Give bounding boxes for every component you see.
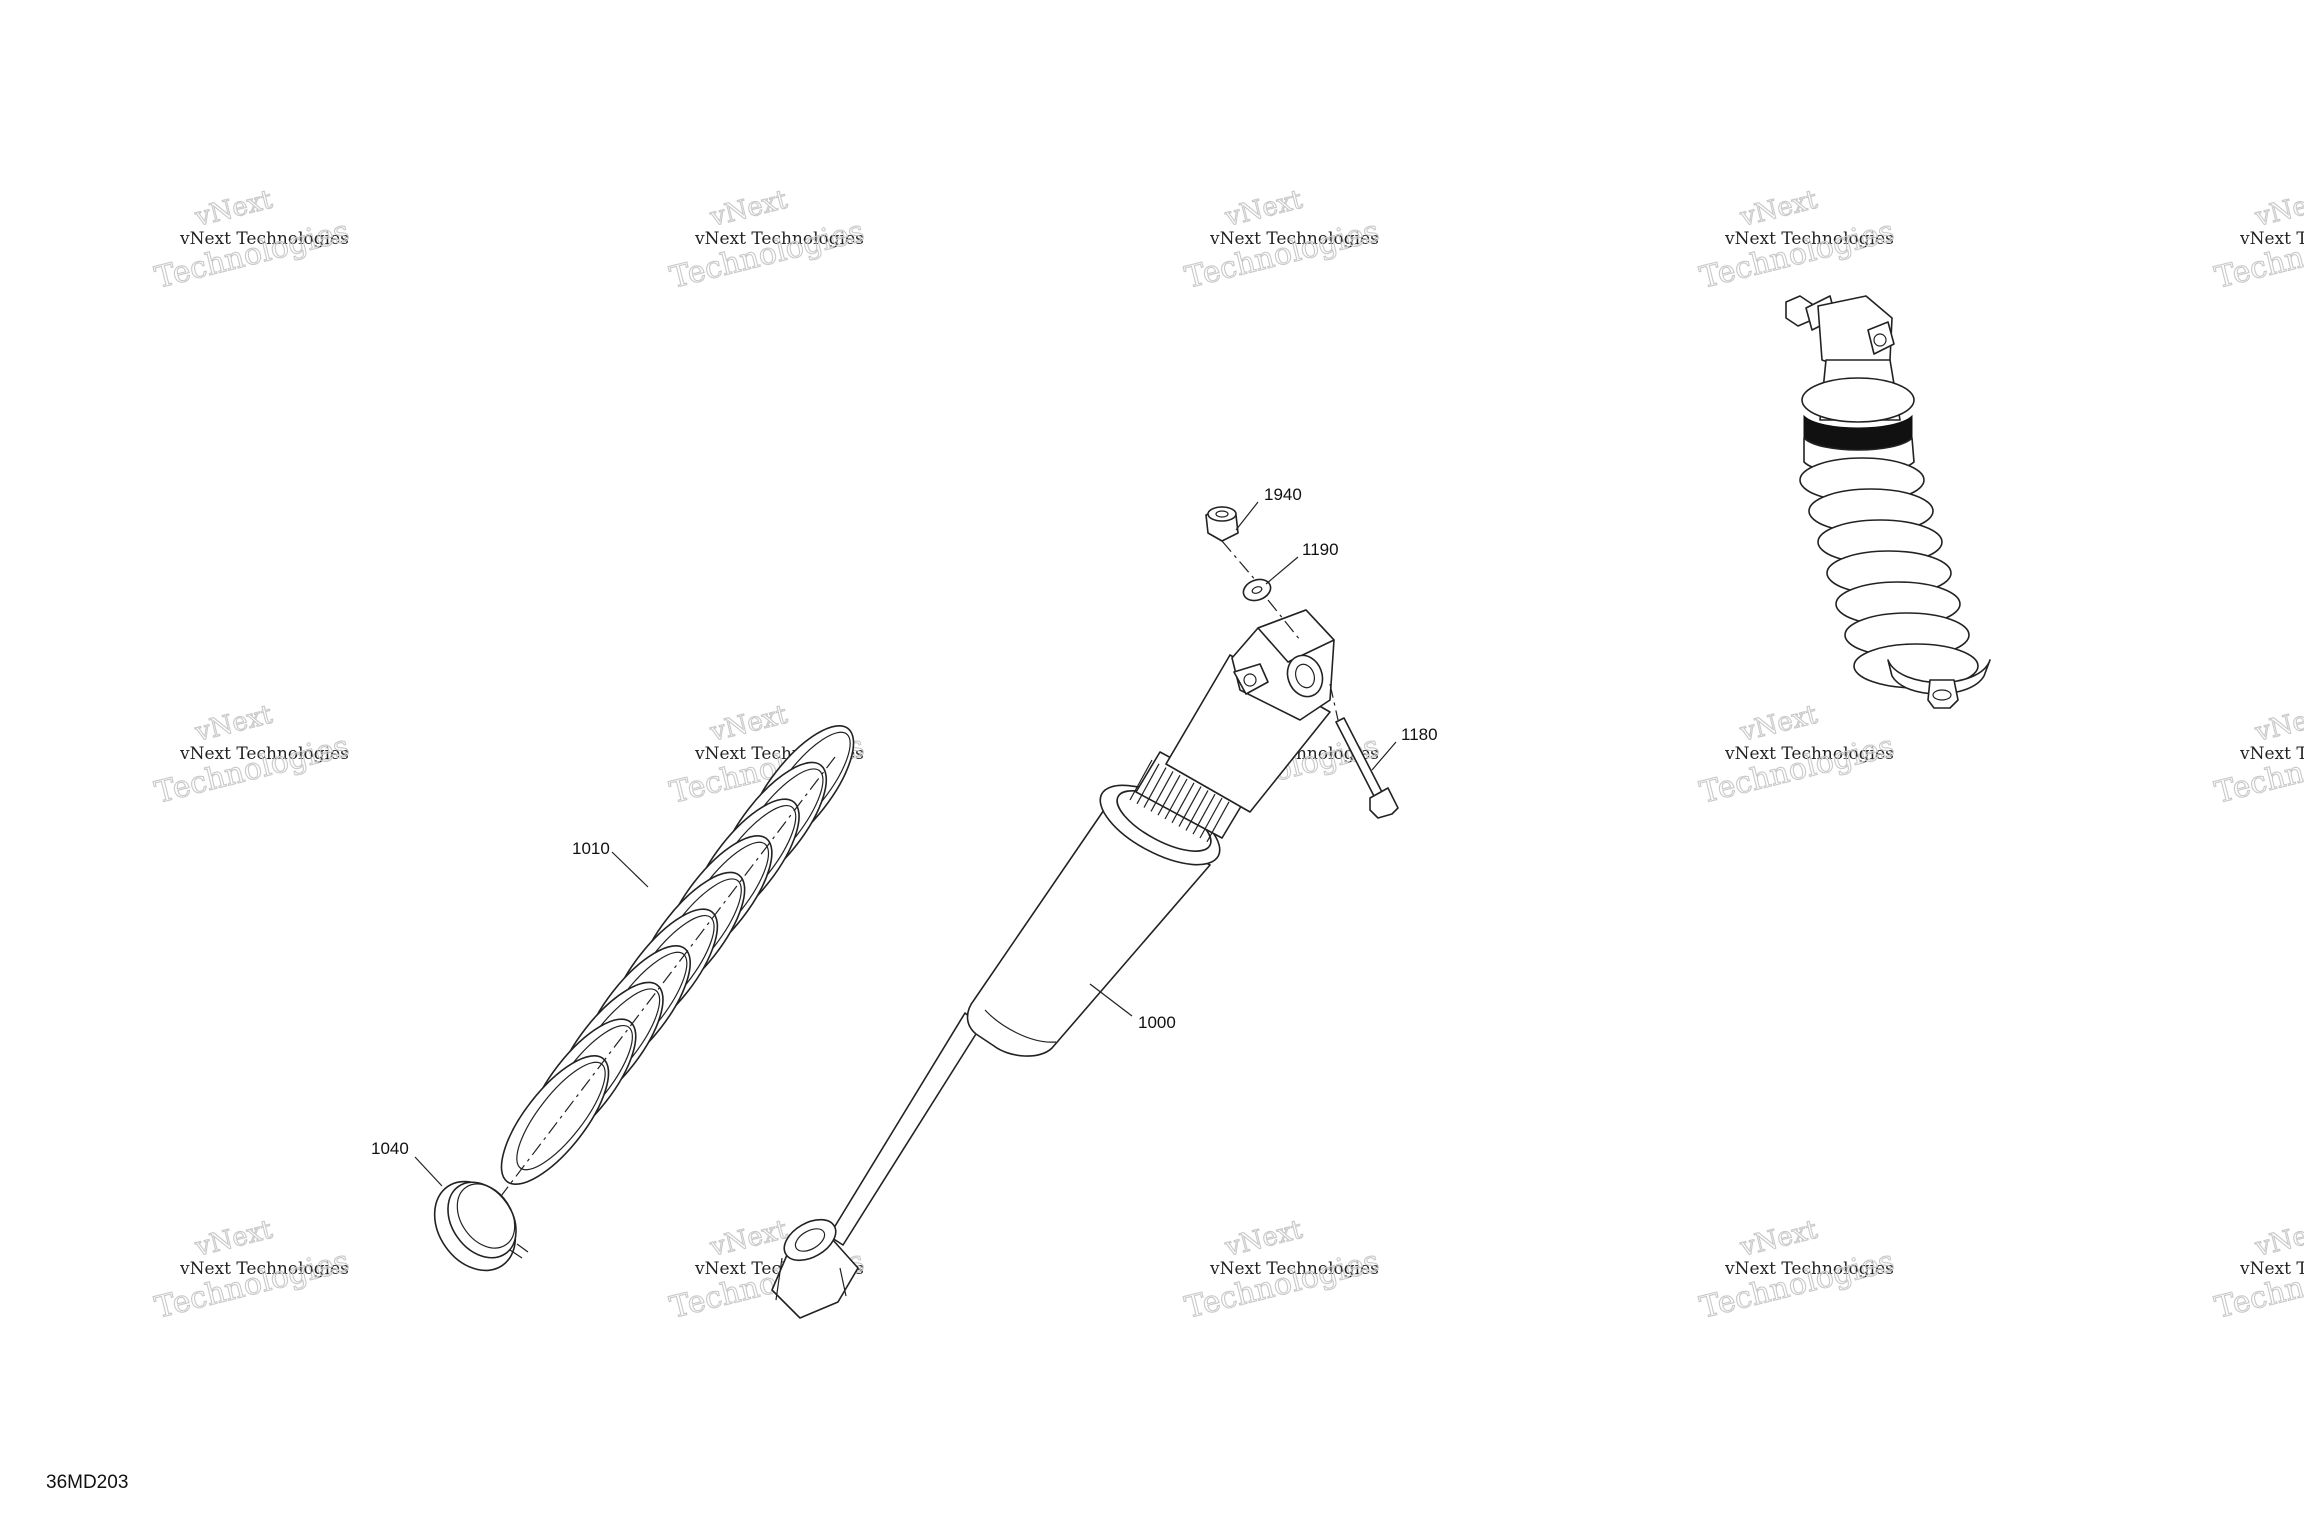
svg-text:vNext: vNext: [2251, 185, 2304, 233]
svg-text:vNext: vNext: [1736, 700, 1820, 748]
thread-line: [1192, 793, 1216, 835]
svg-text:1180: 1180: [1401, 725, 1438, 744]
thread-line: [1164, 778, 1188, 820]
svg-text:Technologies: Technologies: [151, 214, 352, 296]
callout-1010: 1010: [572, 839, 649, 888]
thread-line: [1206, 801, 1230, 843]
svg-text:vNext Technologies: vNext Technologies: [179, 1259, 349, 1279]
svg-text:vNext Technologies: vNext Technologies: [1724, 229, 1894, 249]
svg-text:vNext: vNext: [191, 185, 275, 233]
shock-absorber-1000: [771, 609, 1335, 1319]
thread-line: [1185, 790, 1209, 831]
svg-text:1190: 1190: [1302, 540, 1339, 559]
thread-line: [1178, 786, 1202, 827]
assembled-bottom-seat: [1887, 659, 1991, 695]
svg-text:vNext: vNext: [1221, 1215, 1305, 1263]
svg-text:1010: 1010: [572, 839, 610, 858]
svg-text:vNext Technologies: vNext Technologies: [179, 229, 349, 249]
svg-text:Technologies: Technologies: [1181, 214, 1382, 296]
svg-text:vNext Technologies: vNext Technologies: [1724, 1259, 1894, 1279]
svg-text:vNext Technologies: vNext Technologies: [179, 744, 349, 764]
thread-line: [1129, 759, 1153, 801]
coil-spring-1010: [497, 725, 855, 1201]
callout-1180: 1180: [1371, 725, 1438, 771]
svg-text:vNext Technologies: vNext Technologies: [694, 229, 864, 249]
svg-text:1000: 1000: [1138, 1013, 1176, 1032]
svg-text:vNext: vNext: [191, 1215, 275, 1263]
spring-coil: [500, 1055, 610, 1185]
callout-1000: 1000: [1089, 983, 1176, 1032]
svg-text:vNext: vNext: [1736, 185, 1820, 233]
svg-text:Technologies: Technologies: [151, 729, 352, 811]
thread-line: [1171, 782, 1195, 824]
assembled-shock-view: [1785, 295, 1991, 709]
washer-1190: [1242, 578, 1272, 602]
svg-text:Technologies: Technologies: [1181, 1244, 1382, 1326]
callout-1940: 1940: [1235, 485, 1302, 531]
thread-line: [1136, 763, 1160, 805]
svg-text:vNext: vNext: [1221, 185, 1305, 233]
svg-text:vNext Technologies: vNext Technologies: [2239, 744, 2304, 764]
svg-text:Technologies: Technologies: [1696, 729, 1897, 811]
svg-text:vNext: vNext: [2251, 1215, 2304, 1263]
diagram-reference-code: 36MD203: [46, 1472, 128, 1493]
thread-line: [1143, 767, 1167, 808]
callout-1190: 1190: [1265, 540, 1339, 585]
svg-text:1940: 1940: [1264, 485, 1302, 504]
svg-text:vNext: vNext: [706, 185, 790, 233]
svg-text:Technologies: Technologies: [151, 1244, 352, 1326]
svg-text:vNext: vNext: [191, 700, 275, 748]
svg-text:Technologies: Technologies: [1696, 214, 1897, 296]
thread-line: [1157, 774, 1181, 816]
svg-text:vNext: vNext: [1736, 1215, 1820, 1263]
svg-text:vNext Technologies: vNext Technologies: [1209, 1259, 1379, 1279]
bolt-1180: [1335, 717, 1399, 819]
svg-text:vNext Technologies: vNext Technologies: [2239, 1259, 2304, 1279]
svg-text:vNext Technologies: vNext Technologies: [1209, 229, 1379, 249]
svg-text:vNext: vNext: [2251, 700, 2304, 748]
svg-text:Technologies: Technologies: [666, 214, 867, 296]
svg-text:1040: 1040: [371, 1139, 409, 1158]
svg-text:vNext: vNext: [706, 1215, 790, 1263]
spring-retainer-ring-1040: [433, 1180, 529, 1272]
callout-1040: 1040: [371, 1139, 443, 1187]
svg-text:vNext Technologies: vNext Technologies: [2239, 229, 2304, 249]
svg-text:Technologies: Technologies: [1696, 1244, 1897, 1326]
lock-nut-1940: [1205, 506, 1239, 542]
thread-line: [1199, 797, 1223, 839]
svg-text:vNext: vNext: [706, 700, 790, 748]
svg-text:vNext Technologies: vNext Technologies: [1724, 744, 1894, 764]
thread-line: [1150, 771, 1174, 812]
